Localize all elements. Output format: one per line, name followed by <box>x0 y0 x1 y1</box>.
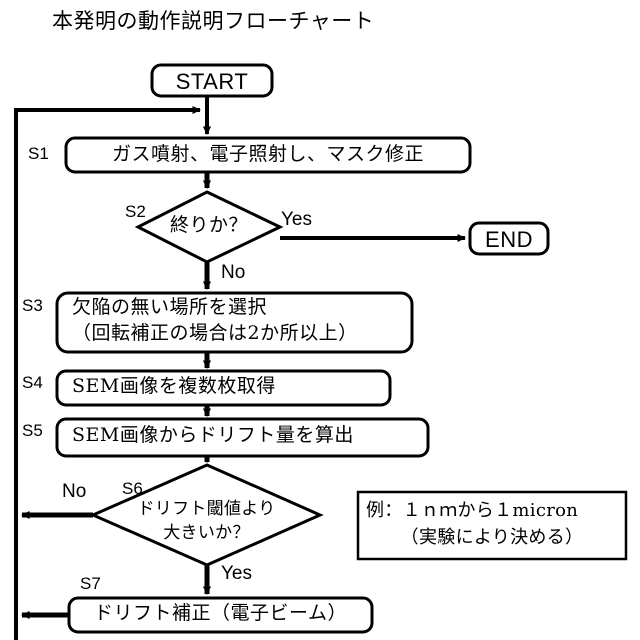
s3-node-label-line1: 欠陥の無い場所を選択 <box>72 296 268 318</box>
s5-node-shape <box>55 417 430 458</box>
end-node-shape <box>468 221 550 256</box>
s6-node-label-line1: ドリフト閾値より <box>137 499 276 519</box>
s4-step-id: S4 <box>22 373 43 392</box>
s1-node-label: ガス噴射、電子照射し、マスク修正 <box>111 143 424 165</box>
edge-label-s2-no: No <box>221 262 246 283</box>
s5-node-label: SEM画像からドリフト量を算出 <box>72 424 354 446</box>
s5-step-id: S5 <box>22 421 43 440</box>
note-box-shape <box>356 490 628 561</box>
note-text-line1: 例：１ｎｍから１micron <box>366 500 579 521</box>
edge-label-s6-yes: Yes <box>221 563 252 584</box>
note-text-line2: （実験により決める） <box>400 527 584 548</box>
edge-label-s2-yes: Yes <box>281 209 312 230</box>
edge-feedback-return <box>14 105 202 640</box>
s3-step-id: S3 <box>22 296 43 315</box>
s7-node-label: ドリフト補正（電子ビーム） <box>94 602 347 624</box>
s2-step-id: S2 <box>125 202 146 221</box>
s3-node-shape <box>55 291 414 354</box>
start-node-shape <box>150 63 274 98</box>
edge-label-s6-no: No <box>62 481 87 502</box>
s4-node-label: SEM画像を複数枚取得 <box>72 375 276 397</box>
start-node-label: START <box>175 69 249 94</box>
s7-step-id: S7 <box>80 574 101 593</box>
s1-node-shape <box>64 136 472 174</box>
s3-node-label-line2: （回転補正の場合は2か所以上） <box>72 322 358 344</box>
s1-step-id: S1 <box>28 144 49 163</box>
s2-node-label: 終りか？ <box>169 214 248 236</box>
end-node-label: END <box>485 227 533 252</box>
page-title: 本発明の動作説明フローチャート <box>52 9 375 33</box>
s6-step-id: S6 <box>122 479 143 498</box>
s6-node-label-line2: 大きいか？ <box>163 523 250 543</box>
s4-node-shape <box>55 369 392 407</box>
